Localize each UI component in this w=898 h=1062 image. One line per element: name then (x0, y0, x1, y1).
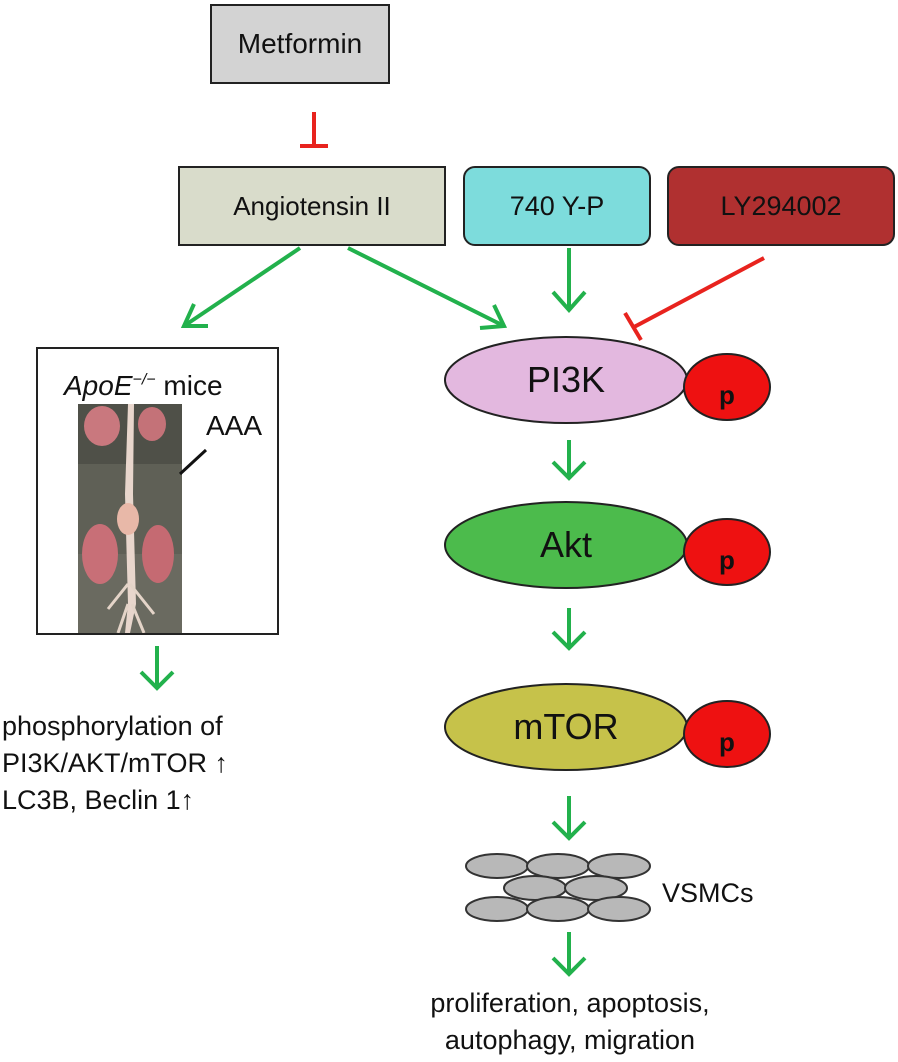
mtor-p-label: p (719, 726, 735, 757)
ly-inhibition (623, 256, 765, 342)
ypep-label: 740 Y-P (509, 190, 605, 221)
akt-label: Akt (539, 524, 592, 565)
arrow-mtor-to-vsmcs (551, 796, 587, 841)
angiotensin-box: Angiotensin II (178, 166, 446, 246)
pi3k-label: PI3K (526, 359, 606, 400)
phospho-line-1: phosphorylation of (2, 711, 223, 741)
arrow-angiotensin-to-pi3k (347, 246, 508, 330)
arrow-mice-to-phospho (139, 646, 175, 691)
phospho-line-3: LC3B, Beclin 1↑ (2, 785, 195, 815)
pi3k-p-label: p (719, 379, 735, 410)
arrow-angiotensin-to-mice (180, 246, 302, 328)
akt-p-label: p (719, 544, 735, 575)
mice-title-gene: ApoE (64, 370, 133, 401)
metformin-label: Metformin (237, 28, 363, 59)
aaa-pointer (178, 448, 208, 476)
angiotensin-label: Angiotensin II (233, 190, 391, 221)
arrow-akt-to-mtor (551, 608, 587, 651)
mtor-label: mTOR (513, 706, 619, 747)
mice-title-rest: mice (155, 370, 223, 401)
akt-phospho (683, 518, 771, 586)
outcome-line-1: proliferation, apoptosis, (430, 988, 710, 1018)
outcome-text: proliferation, apoptosis, autophagy, mig… (380, 985, 760, 1059)
metformin-inhibition (300, 112, 328, 148)
phospho-line-2: PI3K/AKT/mTOR ↑ (2, 748, 229, 778)
metformin-box: Metformin (210, 4, 390, 84)
arrow-vsmcs-to-outcome (551, 932, 587, 977)
arrow-ypep-to-pi3k (551, 248, 587, 314)
arrow-pi3k-to-akt (551, 440, 587, 481)
ly294002-box: LY294002 (667, 166, 895, 246)
ly294002-label: LY294002 (720, 190, 842, 221)
phosphorylation-text: phosphorylation of PI3K/AKT/mTOR ↑ LC3B,… (2, 708, 228, 819)
mtor-phospho (683, 700, 771, 768)
outcome-line-2: autophagy, migration (444, 1025, 696, 1055)
vsmc-label: VSMCs (662, 878, 754, 908)
ypep-box: 740 Y-P (463, 166, 651, 246)
vsmc-cells (465, 853, 651, 922)
mice-title: ApoE−/− mice (64, 370, 223, 402)
aaa-label: AAA (206, 410, 263, 441)
pi3k-phospho (683, 353, 771, 421)
aorta-kidney-photo (78, 404, 182, 633)
mice-title-genotype: −/− (132, 371, 156, 389)
